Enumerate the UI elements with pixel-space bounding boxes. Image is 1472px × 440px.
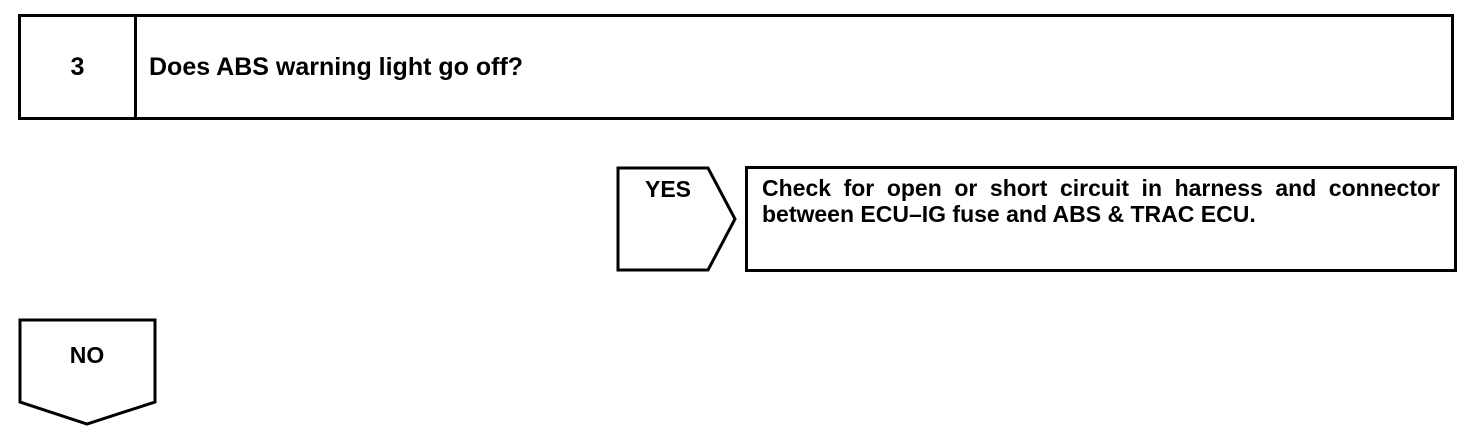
step-box: 3 Does ABS warning light go off? [18, 14, 1454, 120]
yes-arrow-shape [616, 166, 737, 272]
yes-result-box: Check for open or short circuit in harne… [745, 166, 1457, 272]
yes-result-text: Check for open or short circuit in harne… [762, 175, 1440, 227]
step-number: 3 [70, 52, 85, 81]
no-arrow-shape [18, 318, 157, 426]
step-question: Does ABS warning light go off? [149, 52, 524, 81]
no-label: NO [69, 342, 105, 368]
yes-label: YES [645, 176, 692, 202]
step-divider [134, 17, 137, 117]
